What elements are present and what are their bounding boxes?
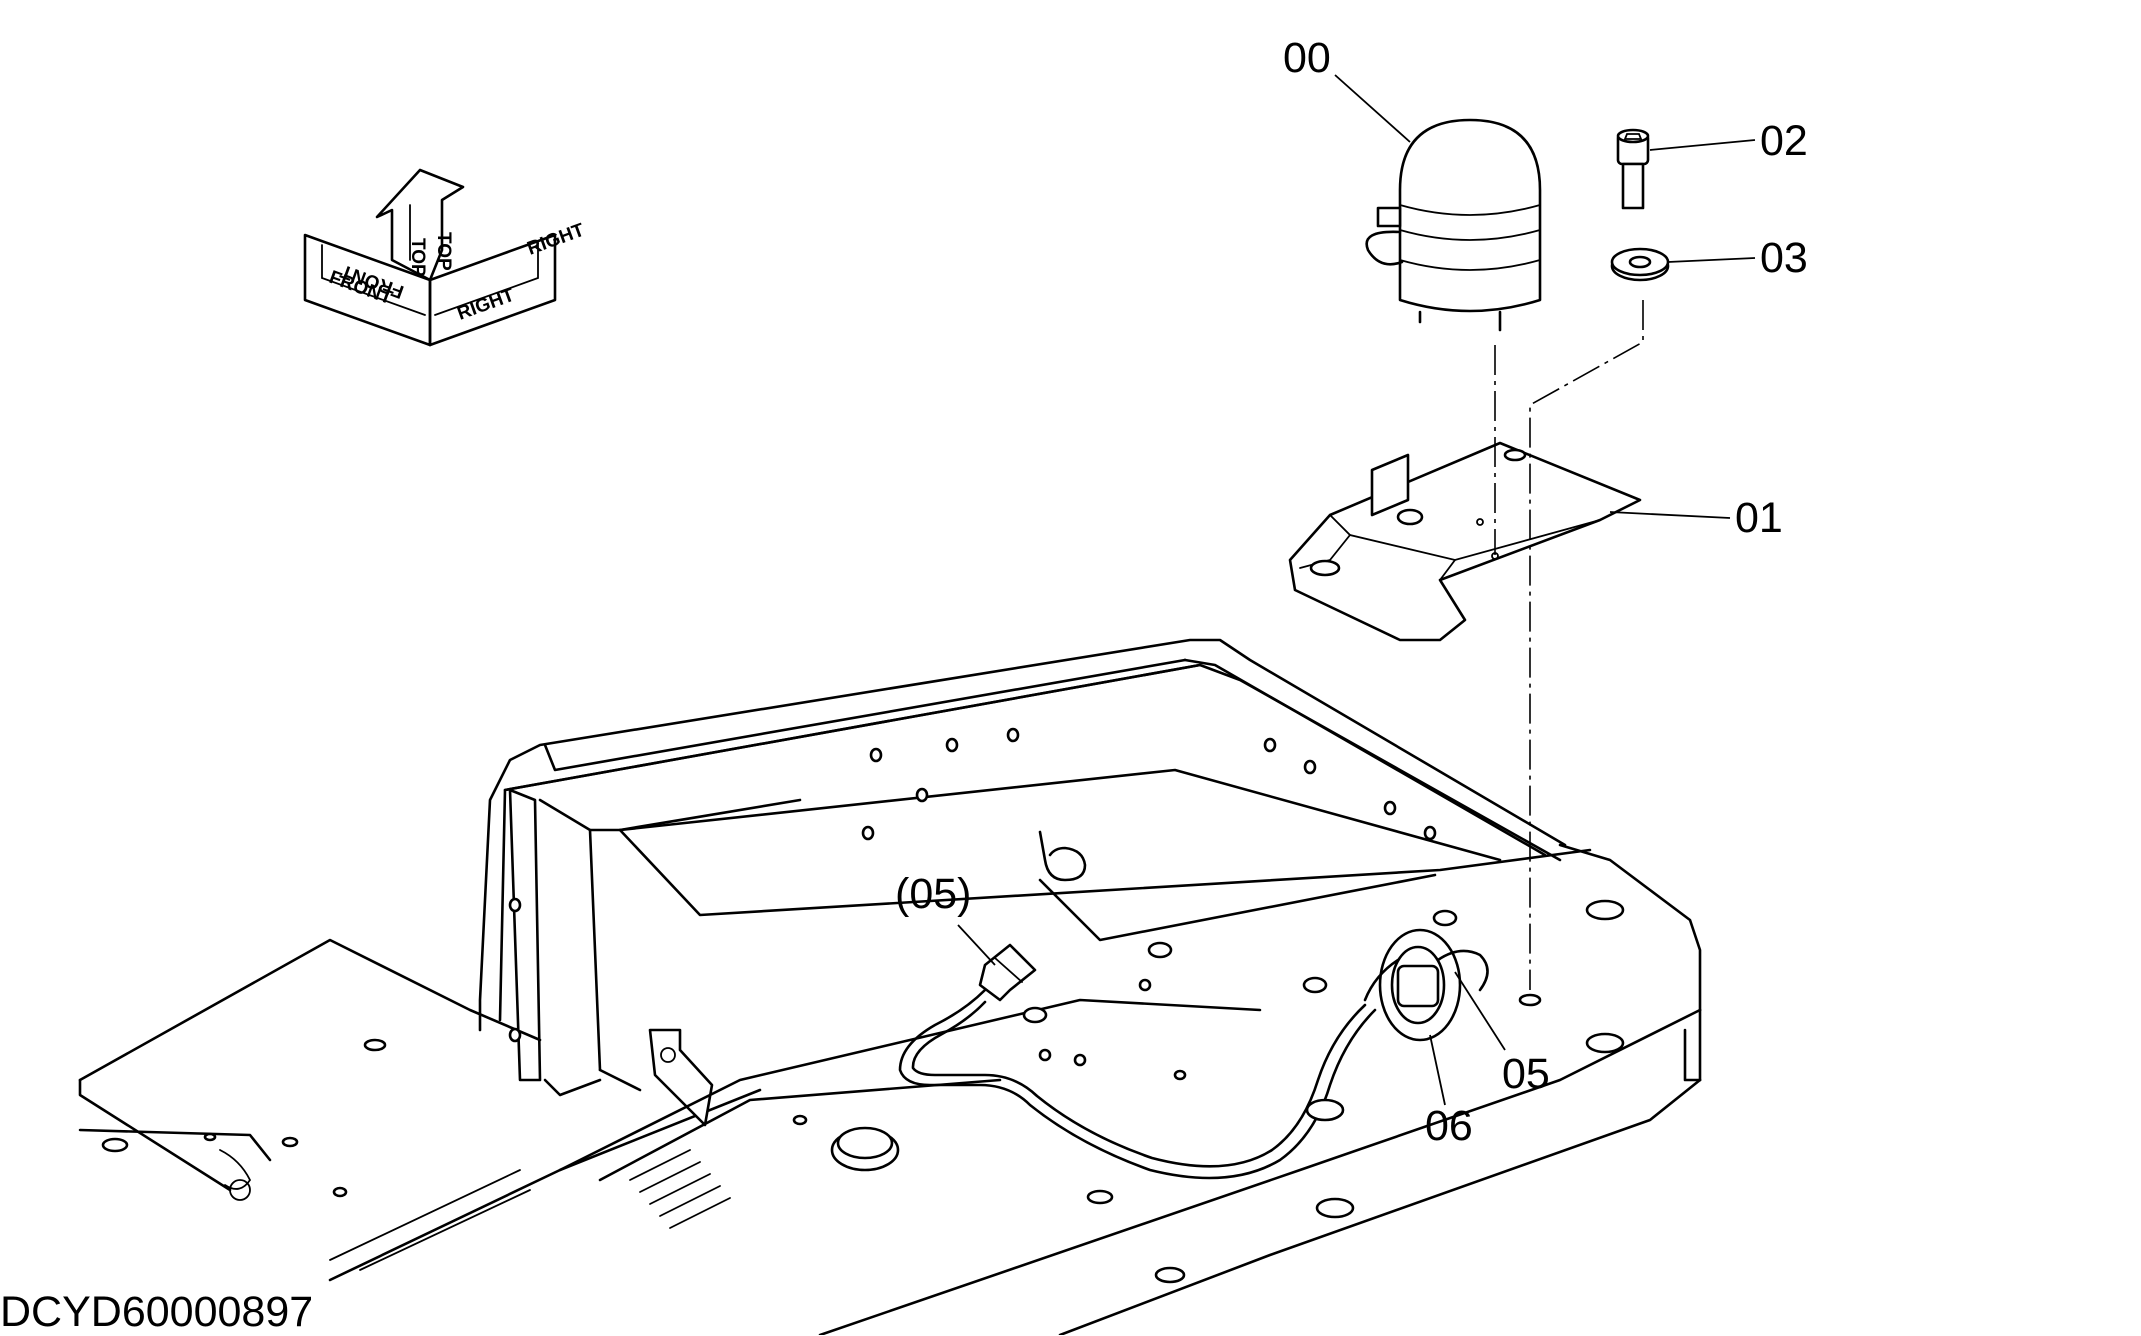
main-frame xyxy=(78,638,1702,1335)
assembly-centerlines xyxy=(1494,300,1644,990)
callout-02: 02 xyxy=(1760,117,1808,165)
wall-cable-clip xyxy=(1038,830,1087,882)
orientation-top-label-2: TOP xyxy=(433,232,454,271)
panel-bolts xyxy=(1022,909,1458,1024)
grommet xyxy=(1305,1098,1345,1122)
callout-00: 00 xyxy=(1283,34,1331,82)
vent-grille xyxy=(329,1149,731,1271)
orientation-right-label: RIGHT xyxy=(455,285,518,325)
drawing-code: DCYD60000897 xyxy=(0,1288,314,1336)
beacon-lamp xyxy=(1365,118,1542,332)
callout-03: 03 xyxy=(1760,234,1808,282)
callout-labels: 00 02 03 01 (05) 05 06 xyxy=(895,34,1808,1150)
orientation-symbol: TOP TOP FRONT FRONT RIGHT RIGHT xyxy=(303,168,588,347)
bolt xyxy=(1616,128,1650,210)
callout-05-ref: (05) xyxy=(895,870,971,918)
floor-port xyxy=(830,1126,900,1172)
harness-connector xyxy=(978,943,1037,1002)
harness-assembly xyxy=(898,928,1489,1180)
bracket xyxy=(1288,441,1642,642)
leader-lines xyxy=(957,74,1756,1106)
washer xyxy=(1610,247,1670,282)
callout-06: 06 xyxy=(1425,1102,1473,1150)
callout-01: 01 xyxy=(1735,494,1783,542)
mounting-holes xyxy=(101,727,1625,1284)
orientation-top-label: TOP xyxy=(407,238,428,277)
callout-05: 05 xyxy=(1502,1050,1550,1098)
